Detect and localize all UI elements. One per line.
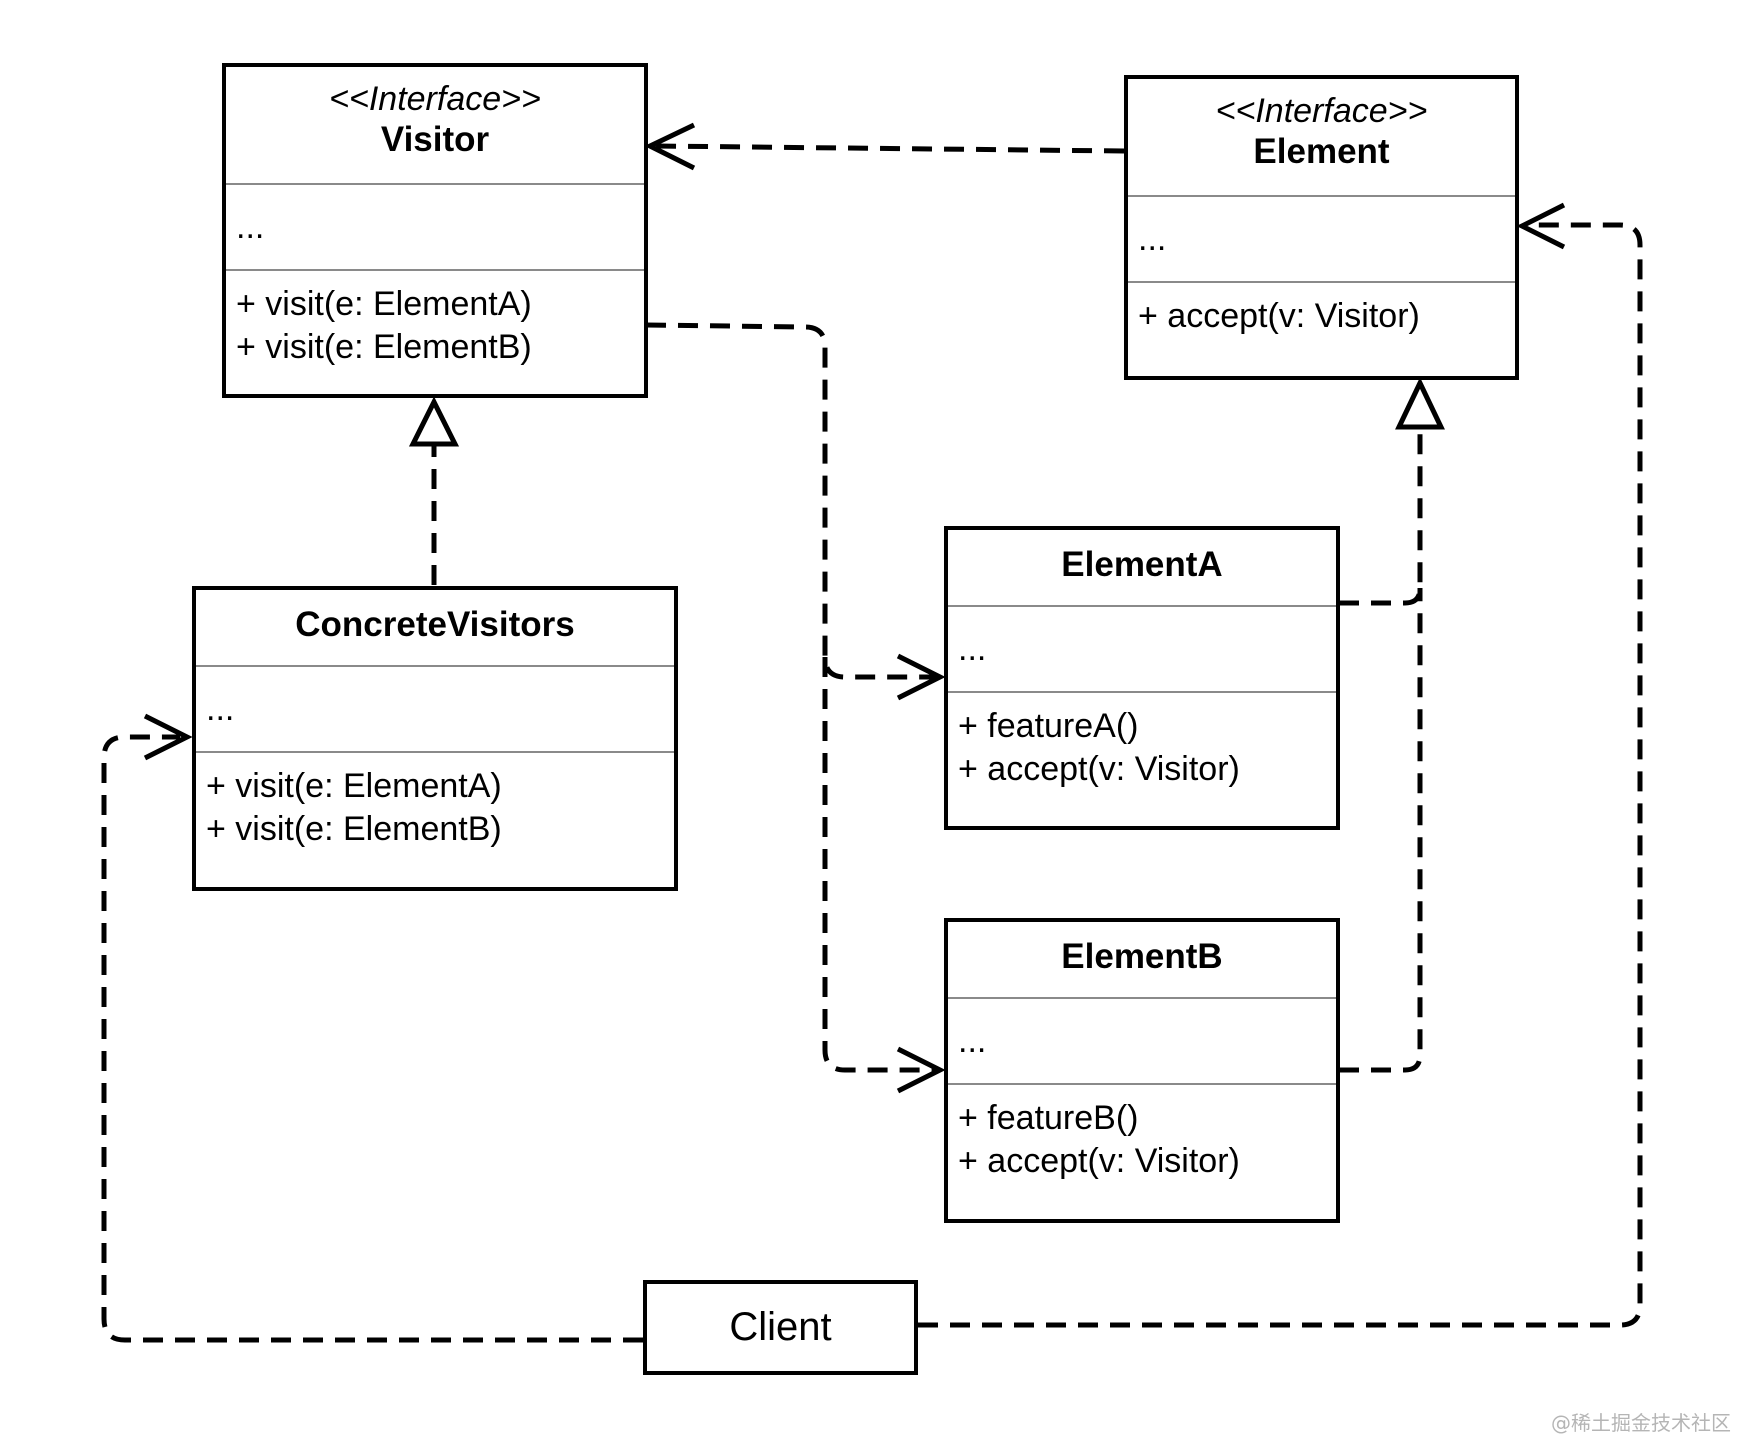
arrowhead-element-b — [896, 1046, 946, 1094]
operation: + visit(e: ElementB) — [236, 328, 532, 366]
dependency-client-to-element — [918, 222, 1643, 1328]
operation: + accept(v: Visitor) — [1138, 297, 1420, 335]
operations-compartment: + accept(v: Visitor) — [1128, 283, 1515, 338]
arrowhead-visitor — [644, 122, 696, 171]
class-name: ElementB — [1061, 937, 1223, 976]
stereotype-label: <<Interface>> — [329, 80, 541, 118]
operation: + featureA() — [958, 707, 1139, 745]
class-name: Visitor — [380, 120, 490, 159]
class-name: Element — [1253, 132, 1390, 171]
class-header: <<Interface>> Element — [1128, 79, 1515, 197]
operation: + visit(e: ElementA) — [236, 285, 532, 323]
operations-compartment: + visit(e: ElementA) + visit(e: ElementB… — [226, 271, 644, 369]
attributes-compartment: ... — [948, 607, 1336, 693]
arrowhead-element — [1516, 202, 1566, 250]
operations-compartment: + visit(e: ElementA) + visit(e: ElementB… — [196, 753, 674, 851]
class-header: <<Interface>> Visitor — [226, 67, 644, 185]
realization-element-b-to-element — [1339, 588, 1423, 1073]
attributes-compartment: ... — [948, 999, 1336, 1085]
realization-triangle-element — [1395, 377, 1445, 430]
stereotype-label: <<Interface>> — [1215, 92, 1428, 130]
watermark: @稀土掘金技术社区 — [1551, 1411, 1731, 1435]
operation: + visit(e: ElementB) — [206, 810, 502, 848]
arrowhead-concretevisitors — [143, 713, 193, 761]
class-header: ElementA — [948, 530, 1336, 607]
attributes-compartment: ... — [196, 667, 674, 753]
class-concretevisitors[interactable]: ConcreteVisitors ... + visit(e: ElementA… — [192, 586, 678, 891]
dependency-element-to-visitor — [655, 143, 1125, 154]
class-element[interactable]: <<Interface>> Element ... + accept(v: Vi… — [1124, 75, 1519, 380]
operations-compartment: + featureB() + accept(v: Visitor) — [948, 1085, 1336, 1183]
operation: + accept(v: Visitor) — [958, 1142, 1240, 1180]
realization-element-a-to-element — [1339, 431, 1423, 606]
class-element-a[interactable]: ElementA ... + featureA() + accept(v: Vi… — [944, 526, 1340, 830]
realization-triangle-visitor — [408, 396, 460, 447]
class-name: ElementA — [1061, 545, 1223, 584]
operations-compartment: + featureA() + accept(v: Visitor) — [948, 693, 1336, 791]
attributes-compartment: ... — [1128, 197, 1515, 283]
dependency-client-to-concretevisitors — [101, 734, 643, 1343]
class-header: ConcreteVisitors — [196, 590, 674, 667]
dependency-visitor-to-element-b — [822, 657, 935, 1073]
operation: + featureB() — [958, 1099, 1139, 1137]
class-element-b[interactable]: ElementB ... + featureB() + accept(v: Vi… — [944, 918, 1340, 1223]
dependency-visitor-to-element-a — [645, 322, 935, 680]
client-box[interactable]: Client — [643, 1280, 918, 1375]
attributes-compartment: ... — [226, 185, 644, 271]
arrowhead-element-a — [896, 653, 946, 701]
class-name: ConcreteVisitors — [295, 605, 575, 644]
operation: + visit(e: ElementA) — [206, 767, 502, 805]
operation: + accept(v: Visitor) — [958, 750, 1240, 788]
client-label: Client — [729, 1305, 832, 1349]
class-visitor[interactable]: <<Interface>> Visitor ... + visit(e: Ele… — [222, 63, 648, 398]
class-header: ElementB — [948, 922, 1336, 999]
